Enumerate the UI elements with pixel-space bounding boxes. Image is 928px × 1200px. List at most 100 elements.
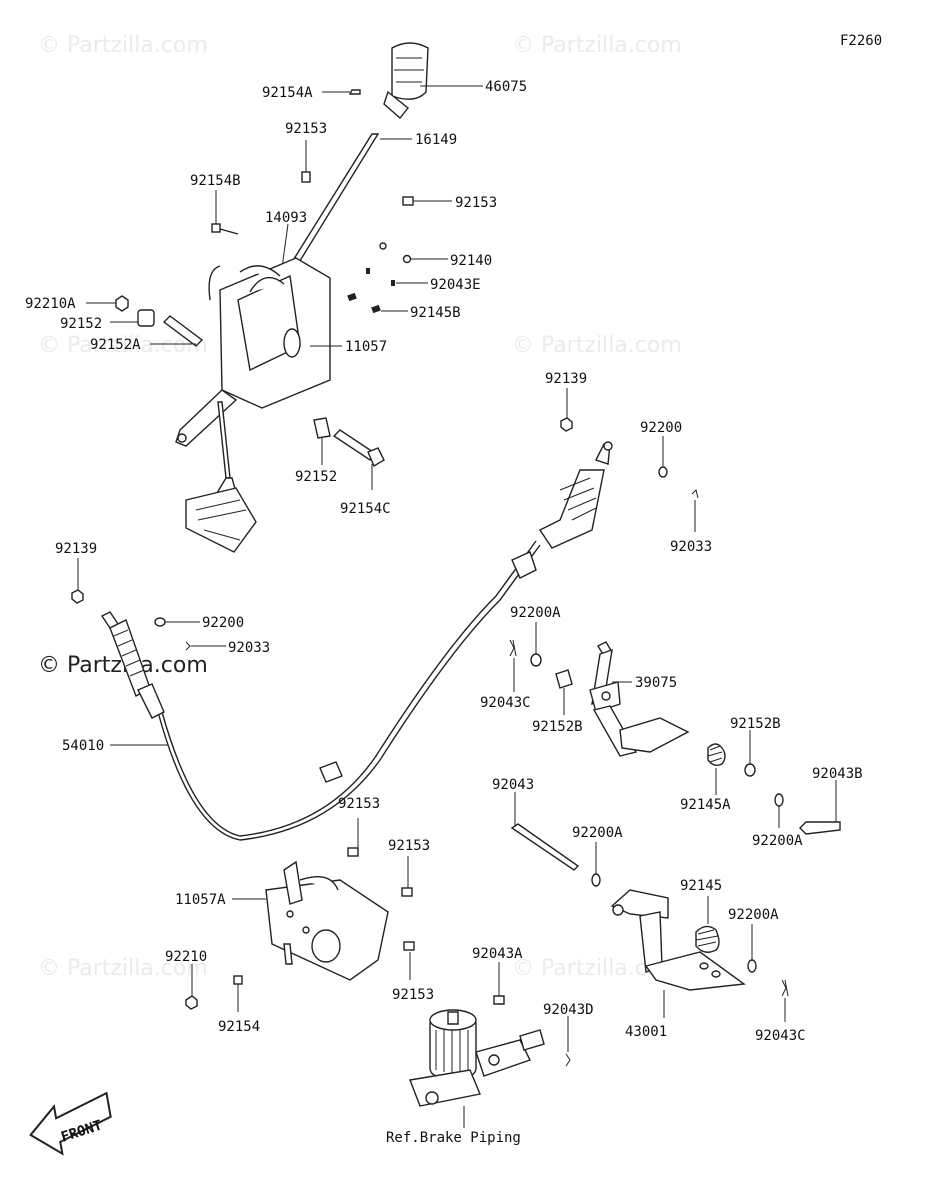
label-92153-a[interactable]: 92153	[285, 121, 327, 137]
label-92152B-a[interactable]: 92152B	[532, 719, 583, 735]
nut-92139-b[interactable]	[71, 558, 84, 604]
snap-pin-92043D[interactable]	[565, 1016, 571, 1067]
bracket-11057[interactable]	[175, 257, 331, 553]
nut-92210A[interactable]	[86, 295, 129, 312]
label-54010[interactable]: 54010	[62, 738, 104, 754]
spring-92145B[interactable]	[347, 292, 408, 314]
ball-92140-shadow	[379, 242, 387, 250]
reference-note: Ref.Brake Piping	[386, 1130, 521, 1146]
cable-54010[interactable]	[100, 441, 613, 841]
snap-pin-92043C-a[interactable]	[509, 639, 517, 692]
label-11057[interactable]: 11057	[345, 339, 387, 355]
label-92043C-a[interactable]: 92043C	[480, 695, 531, 711]
label-92200-a[interactable]: 92200	[640, 420, 682, 436]
bolt-92154A[interactable]	[322, 89, 361, 95]
washer-92200A-c[interactable]	[591, 842, 601, 887]
label-92043B[interactable]: 92043B	[812, 766, 863, 782]
label-92200A-b[interactable]: 92200A	[752, 833, 803, 849]
washer-92200A-a[interactable]	[530, 622, 542, 667]
label-92154B[interactable]: 92154B	[190, 173, 241, 189]
label-92152[interactable]: 92152	[60, 316, 102, 332]
nut-92139-a[interactable]	[560, 388, 573, 432]
watermarks: © Partzilla.com © Partzilla.com © Partzi…	[38, 33, 682, 981]
watermark-1: © Partzilla.com	[38, 33, 208, 58]
label-92154[interactable]: 92154	[218, 1019, 260, 1035]
label-92152A[interactable]: 92152A	[90, 337, 141, 353]
label-92154A[interactable]: 92154A	[262, 85, 313, 101]
pedal-39075[interactable]	[589, 641, 690, 757]
label-92140[interactable]: 92140	[450, 253, 492, 269]
label-92145A[interactable]: 92145A	[680, 797, 731, 813]
label-92152B-b[interactable]: 92152B	[730, 716, 781, 732]
washer-92200-a[interactable]	[658, 436, 668, 478]
collar-92152B-b[interactable]	[744, 730, 756, 777]
label-92139-a[interactable]: 92139	[545, 371, 587, 387]
bolt-92154[interactable]	[233, 975, 243, 1012]
pin-92043B[interactable]	[799, 780, 841, 835]
snap-pin-92043E[interactable]	[366, 268, 428, 286]
cotter-92033-b[interactable]	[185, 641, 226, 651]
label-92200A-d[interactable]: 92200A	[728, 907, 779, 923]
label-92153-e[interactable]: 92153	[392, 987, 434, 1003]
collar-92152[interactable]	[110, 309, 155, 327]
snap-pin-92043C-b[interactable]	[781, 979, 789, 1022]
ball-92140[interactable]	[402, 254, 449, 264]
label-92033-b[interactable]: 92033	[228, 640, 270, 656]
washer-92200-b[interactable]	[154, 617, 200, 627]
bolt-92153-c[interactable]	[347, 818, 359, 857]
pin-92152A[interactable]	[150, 315, 204, 347]
label-92145[interactable]: 92145	[680, 878, 722, 894]
label-14093[interactable]: 14093	[265, 210, 307, 226]
label-92200A-a[interactable]: 92200A	[510, 605, 561, 621]
label-11057A[interactable]: 11057A	[175, 892, 226, 908]
label-92152-b[interactable]: 92152	[295, 469, 337, 485]
bolt-92153-a[interactable]	[301, 140, 311, 183]
label-92153-b[interactable]: 92153	[455, 195, 497, 211]
pin-92043[interactable]	[510, 792, 580, 871]
cotter-92033-a[interactable]	[691, 489, 699, 532]
label-92145B[interactable]: 92145B	[410, 305, 461, 321]
label-92153-c[interactable]: 92153	[338, 796, 380, 812]
label-92033-a[interactable]: 92033	[670, 539, 712, 555]
shift-rod-16149[interactable]	[290, 133, 380, 265]
spring-92145[interactable]	[695, 896, 720, 953]
bolt-92154C[interactable]	[332, 429, 385, 490]
label-92200A-c[interactable]: 92200A	[572, 825, 623, 841]
label-43001[interactable]: 43001	[625, 1024, 667, 1040]
label-92200-b[interactable]: 92200	[202, 615, 244, 631]
bolt-92153-d[interactable]	[401, 856, 413, 897]
master-cylinder[interactable]	[409, 1009, 545, 1107]
watermark-6: © Partzilla.com	[38, 956, 208, 981]
washer-92200A-d[interactable]	[747, 924, 757, 973]
shift-knob[interactable]	[383, 42, 429, 120]
pedal-43001[interactable]	[610, 889, 746, 991]
label-92153-d[interactable]: 92153	[388, 838, 430, 854]
label-46075[interactable]: 46075	[485, 79, 527, 95]
bolt-92153-b[interactable]	[402, 196, 452, 206]
label-92043D[interactable]: 92043D	[543, 1002, 594, 1018]
bolt-92153-e[interactable]	[403, 941, 415, 980]
collar-92152-b[interactable]	[313, 417, 331, 465]
bracket-11057A[interactable]	[265, 860, 389, 981]
label-92139-b[interactable]: 92139	[55, 541, 97, 557]
label-92154C[interactable]: 92154C	[340, 501, 391, 517]
spring-92145A[interactable]	[707, 743, 726, 795]
washer-92200A-b[interactable]	[774, 793, 784, 828]
label-92043A[interactable]: 92043A	[472, 946, 523, 962]
collar-92152B-a[interactable]	[555, 669, 573, 715]
snap-pin-92043A[interactable]	[493, 962, 505, 1005]
label-92210A[interactable]: 92210A	[25, 296, 76, 312]
label-16149[interactable]: 16149	[415, 132, 457, 148]
label-92043C-b[interactable]: 92043C	[755, 1028, 806, 1044]
watermark-2: © Partzilla.com	[512, 33, 682, 58]
nut-92210[interactable]	[185, 964, 198, 1010]
bolt-92154B[interactable]	[211, 190, 239, 235]
front-arrow: FRONT	[29, 1091, 112, 1156]
diagram-code: F2260	[840, 33, 882, 49]
label-92210[interactable]: 92210	[165, 949, 207, 965]
label-92043[interactable]: 92043	[492, 777, 534, 793]
label-39075[interactable]: 39075	[635, 675, 677, 691]
label-92043E[interactable]: 92043E	[430, 277, 481, 293]
watermark-4: © Partzilla.com	[512, 333, 682, 358]
